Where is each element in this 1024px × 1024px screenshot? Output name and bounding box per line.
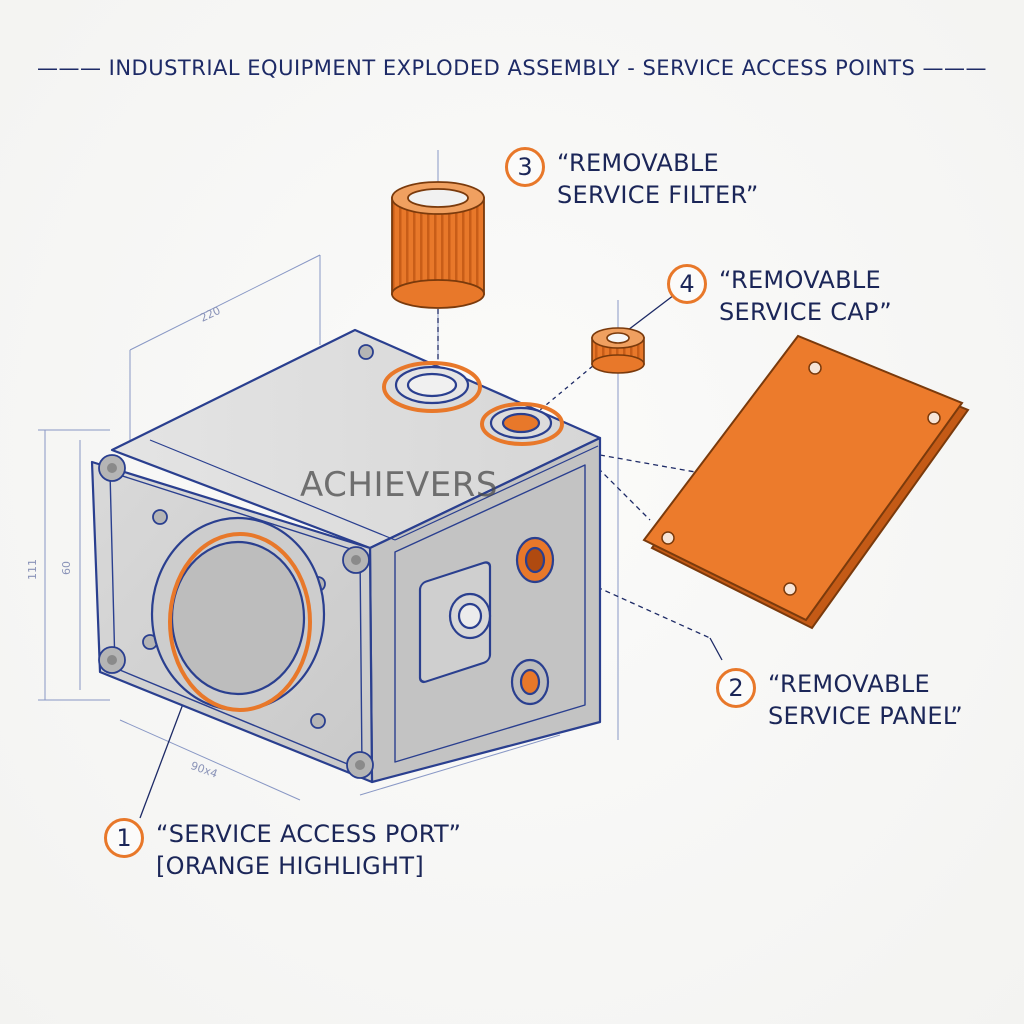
callout-4-line2: SERVICE CAP” — [719, 298, 892, 326]
access-port-opening — [170, 540, 306, 696]
panel-screw-1 — [808, 361, 822, 375]
callout-2-line2: SERVICE PANEL” — [768, 702, 963, 730]
callout-3: 3 “REMOVABLE SERVICE FILTER” — [505, 147, 759, 211]
diagram-title: ——— INDUSTRIAL EQUIPMENT EXPLODED ASSEMB… — [36, 56, 988, 80]
callout-4-line1: “REMOVABLE — [719, 266, 882, 294]
filter-seat-highlight — [382, 361, 482, 413]
highlight-rings — [168, 361, 564, 712]
watermark-text: ACHIEVERS — [300, 465, 498, 505]
cap-port-highlight — [480, 402, 564, 446]
dimension-label-top: 220 — [198, 304, 223, 325]
panel-screw-2 — [927, 411, 941, 425]
callout-3-line2: SERVICE FILTER” — [557, 181, 759, 209]
callout-1-text: “SERVICE ACCESS PORT” [ORANGE HIGHLIGHT] — [156, 818, 461, 882]
service-cap — [591, 327, 645, 374]
callout-1-number: 1 — [104, 818, 144, 858]
dimension-label-left-inner: 60 — [60, 561, 73, 575]
service-filter — [391, 181, 485, 309]
callout-4: 4 “REMOVABLE SERVICE CAP” — [667, 264, 892, 328]
callout-1: 1 “SERVICE ACCESS PORT” [ORANGE HIGHLIGH… — [104, 818, 461, 882]
callout-2-number: 2 — [716, 668, 756, 708]
callout-3-line1: “REMOVABLE — [557, 149, 720, 177]
service-panel — [642, 334, 970, 630]
callout-3-text: “REMOVABLE SERVICE FILTER” — [557, 147, 759, 211]
dimension-label-left-outer: 111 — [26, 559, 39, 580]
panel-screw-4 — [783, 582, 797, 596]
callout-4-text: “REMOVABLE SERVICE CAP” — [719, 264, 892, 328]
callout-2-line1: “REMOVABLE — [768, 670, 931, 698]
callout-2-text: “REMOVABLE SERVICE PANEL” — [768, 668, 963, 732]
access-port-highlight — [168, 532, 312, 712]
callout-4-number: 4 — [667, 264, 707, 304]
callout-3-number: 3 — [505, 147, 545, 187]
callout-2: 2 “REMOVABLE SERVICE PANEL” — [716, 668, 963, 732]
equipment-housing — [90, 328, 602, 784]
panel-screw-3 — [661, 531, 675, 545]
callout-1-line2: [ORANGE HIGHLIGHT] — [156, 852, 425, 880]
callout-1-line1: “SERVICE ACCESS PORT” — [156, 820, 462, 848]
